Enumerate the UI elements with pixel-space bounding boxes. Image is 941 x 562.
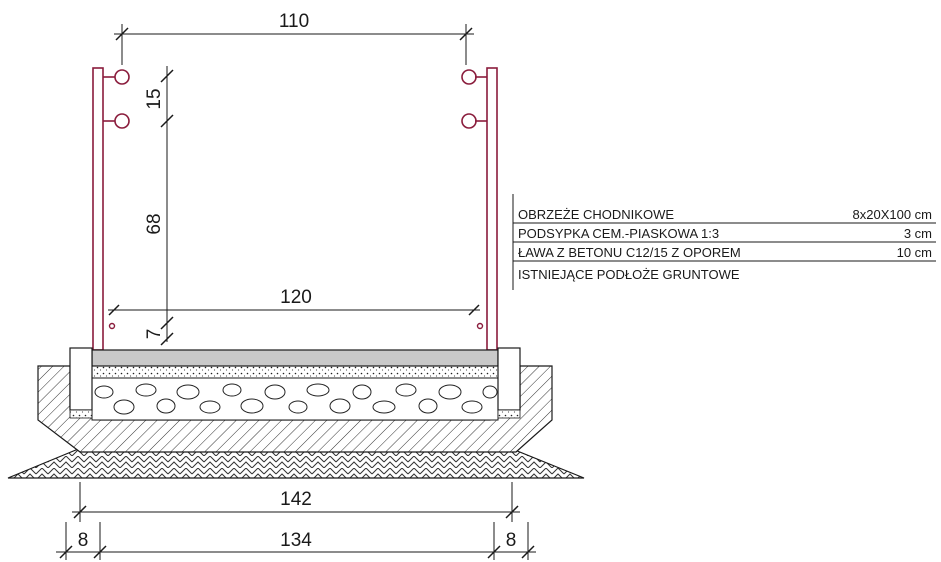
dim-label-curb-height: 7 bbox=[144, 329, 165, 340]
aggregate-stones bbox=[94, 383, 498, 415]
dim-label-edge-left: 8 bbox=[78, 530, 89, 551]
dim-label-base-width: 142 bbox=[280, 489, 312, 510]
dimension-bottom-chain: 8 134 8 bbox=[56, 522, 536, 560]
dim-label-inner-width: 120 bbox=[280, 287, 312, 308]
dimension-top-width: 110 bbox=[114, 11, 474, 65]
legend-row-1-label: OBRZEŻE CHODNIKOWE bbox=[518, 207, 674, 222]
layer-legend: OBRZEŻE CHODNIKOWE 8x20X100 cm PODSYPKA … bbox=[512, 194, 936, 290]
legend-row-4-label: ISTNIEJĄCE PODŁOŻE GRUNTOWE bbox=[518, 267, 740, 282]
dimension-vertical: 15 68 7 bbox=[144, 66, 174, 346]
legend-row-3-value: 10 cm bbox=[897, 245, 932, 260]
dim-label-top-width: 110 bbox=[279, 11, 309, 32]
dim-label-rail-spacing: 15 bbox=[144, 88, 165, 109]
dimension-inner-width: 120 bbox=[108, 287, 480, 316]
dimension-base-width: 142 bbox=[72, 482, 520, 522]
legend-row-3-label: ŁAWA Z BETONU C12/15 Z OPOREM bbox=[518, 245, 741, 260]
legend-row-1-value: 8x20X100 cm bbox=[853, 207, 933, 222]
dim-label-edge-right: 8 bbox=[506, 530, 517, 551]
dim-label-post-height: 68 bbox=[144, 213, 165, 234]
pavement-structure bbox=[7, 347, 585, 479]
legend-row-2-label: PODSYPKA CEM.-PIASKOWA 1:3 bbox=[518, 226, 719, 241]
left-railing bbox=[92, 67, 130, 351]
legend-row-2-value: 3 cm bbox=[904, 226, 932, 241]
dim-label-center-width: 134 bbox=[280, 530, 312, 551]
right-railing bbox=[461, 67, 498, 351]
